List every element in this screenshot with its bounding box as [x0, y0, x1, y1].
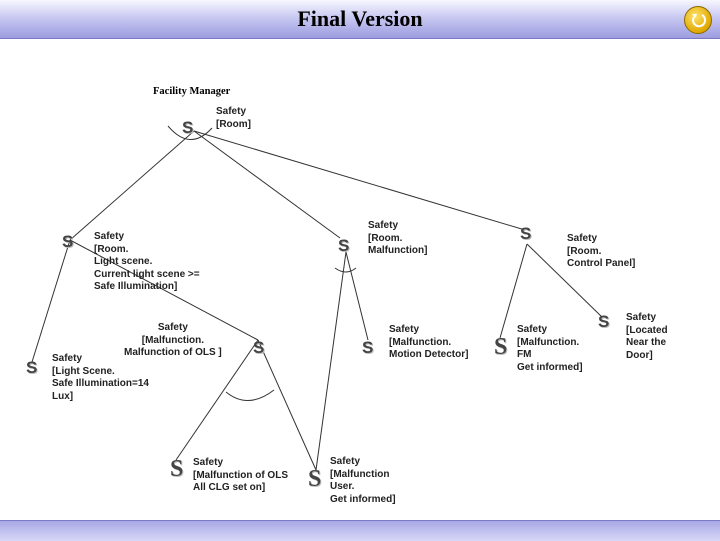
- edge-ctrl-near: [526, 243, 604, 319]
- node-label-ols: Safety [Malfunction. Malfunction of OLS …: [124, 322, 222, 358]
- node-label-clg: Safety [Malfunction of OLS All CLG set o…: [193, 457, 288, 493]
- edge-root-illum: [69, 130, 195, 241]
- edge-illum-scene: [31, 239, 71, 363]
- edge-malf-user: [315, 251, 347, 471]
- node-label-scene: Safety [Light Scene. Safe Illumination=1…: [52, 353, 149, 402]
- node-label-ctrl: Safety [Room. Control Panel]: [567, 233, 636, 269]
- node-label-user: Safety [Malfunction User. Get informed]: [330, 456, 396, 505]
- edge-ctrl-fm: [499, 243, 528, 339]
- safety-symbol-fm[interactable]: S: [494, 334, 508, 360]
- safety-symbol-illum[interactable]: S: [62, 232, 74, 251]
- edge-root-malf: [193, 130, 341, 239]
- safety-symbol-malf[interactable]: S: [338, 236, 350, 255]
- and-arc-ols: [225, 389, 275, 401]
- edge-malf-motion: [345, 251, 369, 341]
- safety-symbol-ols[interactable]: S: [253, 338, 265, 357]
- title-bar: Final Version: [0, 0, 720, 39]
- edge-ols-user: [257, 339, 317, 471]
- edge-root-ctrl: [193, 130, 526, 231]
- slide-title: Final Version: [297, 6, 423, 31]
- safety-symbol-root[interactable]: S: [182, 118, 194, 137]
- node-label-fm: Safety [Malfunction. FM Get informed]: [517, 324, 583, 373]
- node-label-motion: Safety [Malfunction. Motion Detector]: [389, 324, 469, 360]
- footer-bar: [0, 520, 720, 541]
- safety-symbol-ctrl[interactable]: S: [520, 224, 532, 243]
- node-label-near: Safety [Located Near the Door]: [626, 312, 668, 361]
- return-arrow-icon[interactable]: [684, 6, 712, 34]
- node-label-illum: Safety [Room. Light scene. Current light…: [94, 231, 200, 292]
- node-label-root: Safety [Room]: [216, 106, 251, 130]
- facility-manager-label: Facility Manager: [153, 86, 231, 97]
- and-arc-root: [167, 125, 213, 140]
- safety-symbol-scene[interactable]: S: [26, 358, 38, 377]
- node-label-malf: Safety [Room. Malfunction]: [368, 220, 428, 256]
- safety-symbol-clg[interactable]: S: [170, 456, 184, 482]
- safety-symbol-user[interactable]: S: [308, 466, 322, 492]
- edge-illum-ols: [69, 239, 259, 341]
- and-arc-malf: [334, 267, 357, 273]
- safety-symbol-near[interactable]: S: [598, 312, 610, 331]
- edge-ols-clg: [175, 339, 259, 461]
- safety-symbol-motion[interactable]: S: [362, 338, 374, 357]
